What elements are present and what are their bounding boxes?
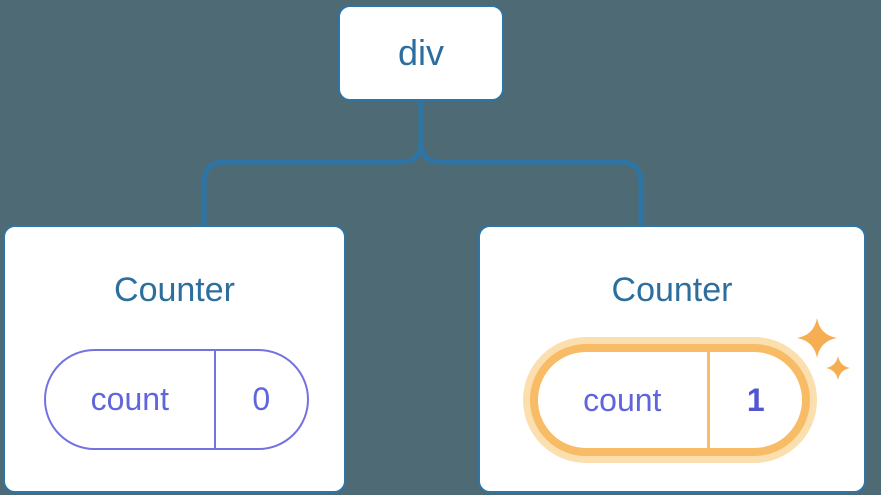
root-node-div: div — [338, 5, 504, 101]
root-node-label: div — [397, 32, 445, 73]
state-value: 1 — [746, 381, 765, 418]
connector-right-branch — [418, 100, 644, 226]
state-value: 0 — [252, 381, 271, 417]
sparkle-large — [797, 318, 837, 358]
connector-left-branch — [201, 100, 424, 226]
state-pill: count 0 — [44, 349, 309, 450]
counter-title: Counter — [114, 271, 235, 309]
state-key-label: count — [46, 351, 216, 448]
sparkle-icon — [797, 318, 850, 380]
state-pill-highlighted: count 1 — [530, 344, 810, 456]
state-key-label: count — [538, 352, 710, 448]
sparkle-small — [826, 356, 850, 380]
counter-title: Counter — [611, 271, 733, 309]
counter-card-left: Counter count 0 — [3, 225, 346, 493]
counter-card-right: Counter count 1 — [478, 225, 866, 493]
